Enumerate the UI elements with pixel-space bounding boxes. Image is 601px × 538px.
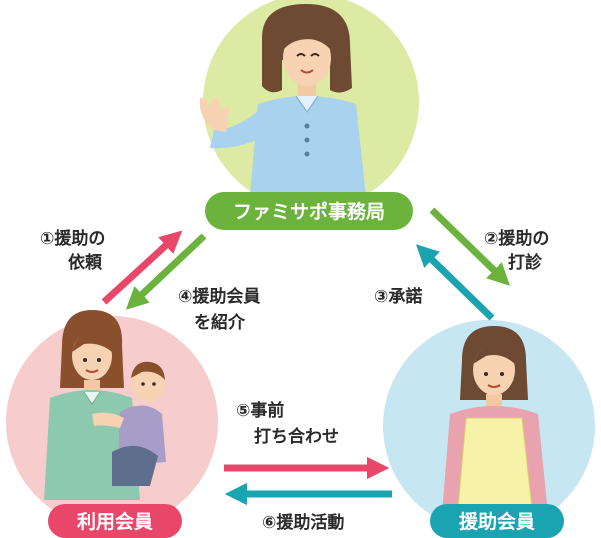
office-staff-illustration (199, 4, 366, 196)
arrow-step3-accept (415, 244, 495, 321)
office-label-pill: ファミサポ事務局 (205, 192, 413, 230)
step3-label: ③承諾 (374, 286, 422, 307)
step1-label-line2: 依頼 (68, 252, 103, 273)
arrow-step1-request (101, 230, 183, 305)
step5-label-line1: ⑤事前 (236, 400, 284, 421)
user-member-illustration (44, 310, 166, 500)
step2-label-line1: ②援助の (484, 228, 549, 249)
step1-label-line1: ①援助の (40, 228, 105, 249)
user-label: 利用会員 (77, 510, 153, 533)
step5-label-line2: 打ち合わせ (254, 426, 339, 447)
step4-label-line1: ④援助会員 (178, 286, 260, 307)
arrow-step4-introduce (125, 233, 207, 310)
office-label: ファミサポ事務局 (233, 200, 385, 223)
step6-label: ⑥援助活動 (262, 512, 344, 533)
helper-label-pill: 援助会員 (430, 504, 564, 538)
helper-member-illustration (442, 326, 548, 514)
user-label-pill: 利用会員 (48, 504, 182, 538)
arrow-step2-offer (429, 207, 511, 286)
helper-label: 援助会員 (459, 510, 535, 533)
step2-label-line2: 打診 (508, 252, 543, 273)
step4-label-line2: を紹介 (194, 312, 246, 333)
